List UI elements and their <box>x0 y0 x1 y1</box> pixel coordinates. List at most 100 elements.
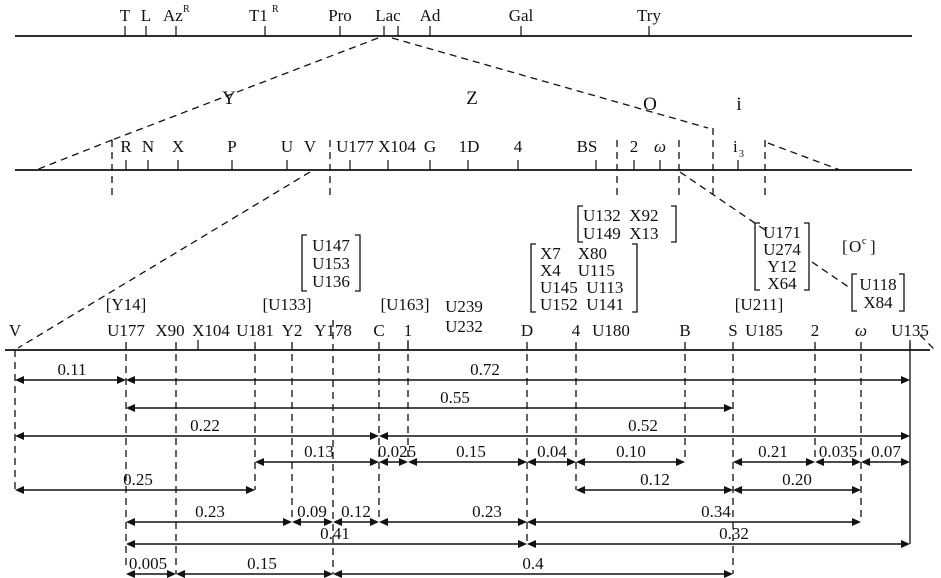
distance-label: 0.10 <box>616 442 646 461</box>
distance-arrow: 0.20 <box>733 470 861 494</box>
bot-Y2: Y2 <box>282 321 303 340</box>
svg-text:X84: X84 <box>863 293 893 312</box>
mid-i3-sub: 3 <box>739 149 744 160</box>
mid-map-labels: R N X P U V U177 X104 G 1D 4 BS 2 ω i 3 <box>120 137 744 160</box>
mid-BS: BS <box>577 137 598 156</box>
svg-text:U136: U136 <box>312 272 350 291</box>
distance-arrow: 0.55 <box>126 388 733 412</box>
distance-label: 0.55 <box>440 388 470 407</box>
cluster-c5: [ O c ] <box>842 236 876 256</box>
distance-arrow: 0.4 <box>333 554 733 578</box>
expand-left-dash <box>111 37 379 141</box>
bot-U181: U181 <box>236 321 274 340</box>
distance-label: 0.12 <box>341 502 371 521</box>
distance-arrow: 0.04 <box>527 442 576 466</box>
bot-omega: ω <box>855 321 867 340</box>
svg-text:c: c <box>862 236 867 247</box>
svg-text:U147: U147 <box>312 236 350 255</box>
mid-G: G <box>424 137 436 156</box>
distance-arrow: 0.41 <box>126 524 527 548</box>
distance-arrow: 0.15 <box>408 442 527 466</box>
cluster-c4: U171 U274 Y12 X64 <box>754 222 810 293</box>
marker-Pro: Pro <box>328 6 352 25</box>
bot-V: V <box>9 321 22 340</box>
region-i: i <box>736 94 741 115</box>
marker-T1: T1 <box>249 6 268 25</box>
bot-1: 1 <box>404 321 413 340</box>
distance-arrow: 0.52 <box>379 416 910 440</box>
mid-U: U <box>281 137 293 156</box>
bot-4: 4 <box>572 321 581 340</box>
cluster-c6: U118 X84 <box>851 273 905 312</box>
bot-B: B <box>679 321 690 340</box>
distance-arrow: 0.10 <box>576 442 685 466</box>
mid-map-vdashes <box>111 128 766 200</box>
bot-C: C <box>373 321 384 340</box>
svg-text:U153: U153 <box>312 254 350 273</box>
distance-label: 0.005 <box>129 554 167 573</box>
svg-text:X7 X80: X7 X80 <box>540 244 607 263</box>
svg-text:U149 X13: U149 X13 <box>583 224 659 243</box>
distance-arrow: 0.25 <box>15 470 255 494</box>
marker-Gal: Gal <box>509 6 534 25</box>
bracket-U163: [U163] <box>380 295 429 314</box>
distance-label: 0.22 <box>190 416 220 435</box>
distance-label: 0.15 <box>247 554 277 573</box>
mid-1D: 1D <box>459 137 480 156</box>
svg-text:O: O <box>849 237 861 256</box>
svg-text:U145 U113: U145 U113 <box>540 278 623 297</box>
region-Z: Z <box>466 88 478 109</box>
distance-arrow: 0.09 <box>292 502 333 526</box>
svg-text:U132 X92: U132 X92 <box>583 206 659 225</box>
bot-2: 2 <box>811 321 820 340</box>
marker-T: T <box>120 6 131 25</box>
distance-label: 0.21 <box>758 442 788 461</box>
marker-Az-sup: R <box>183 4 190 15</box>
distance-label: 0.41 <box>320 524 350 543</box>
region-Y: Y <box>222 88 236 109</box>
bracket-Y14: [Y14] <box>106 295 147 314</box>
mid-R: R <box>120 137 132 156</box>
distance-label: 0.52 <box>628 416 658 435</box>
cluster-c1: U132 X92 U149 X13 <box>577 205 677 243</box>
bot-D: D <box>521 321 533 340</box>
distance-arrow: 0.13 <box>255 442 379 466</box>
svg-text:Y12: Y12 <box>767 257 796 276</box>
cluster-c3: X7 X80 X4 U115 U145 U113 U152 U141 <box>530 243 638 314</box>
bot-S: S <box>728 321 737 340</box>
svg-text:U152 U141: U152 U141 <box>540 295 624 314</box>
mid-U177: U177 <box>336 137 374 156</box>
distance-label: 0.72 <box>470 360 500 379</box>
distance-arrow: 0.025 <box>378 442 416 466</box>
mid-omega: ω <box>654 137 666 156</box>
svg-text:U171: U171 <box>763 223 801 242</box>
svg-text:U118: U118 <box>859 275 896 294</box>
bot-X104: X104 <box>192 321 230 340</box>
distance-label: 0.11 <box>57 360 86 379</box>
marker-T1-sup: R <box>272 4 279 15</box>
distance-label: 0.4 <box>522 554 544 573</box>
cluster-c2: U147 U153 U136 <box>301 234 361 292</box>
mid-map-ticks <box>125 160 739 170</box>
distance-arrow: 0.22 <box>15 416 379 440</box>
marker-Lac: Lac <box>375 6 401 25</box>
distance-arrow: 0.21 <box>733 442 815 466</box>
distance-label: 0.025 <box>378 442 416 461</box>
svg-text:[: [ <box>842 237 848 256</box>
distance-arrow: 0.15 <box>176 554 333 578</box>
mid-X: X <box>172 137 184 156</box>
distance-arrow: 0.11 <box>15 360 126 384</box>
mid-V: V <box>304 137 317 156</box>
marker-Az: Az <box>163 6 183 25</box>
distance-arrow: 0.12 <box>576 470 733 494</box>
bracket-U133: [U133] <box>262 295 311 314</box>
distance-arrow: 0.72 <box>126 360 910 384</box>
marker-Try: Try <box>637 6 661 25</box>
distance-label: 0.12 <box>640 470 670 489</box>
bot-U180: U180 <box>592 321 630 340</box>
distance-label: 0.34 <box>701 502 731 521</box>
stack-U239: U239 <box>445 297 483 316</box>
bot-U135: U135 <box>891 321 929 340</box>
bot-X90: X90 <box>155 321 184 340</box>
